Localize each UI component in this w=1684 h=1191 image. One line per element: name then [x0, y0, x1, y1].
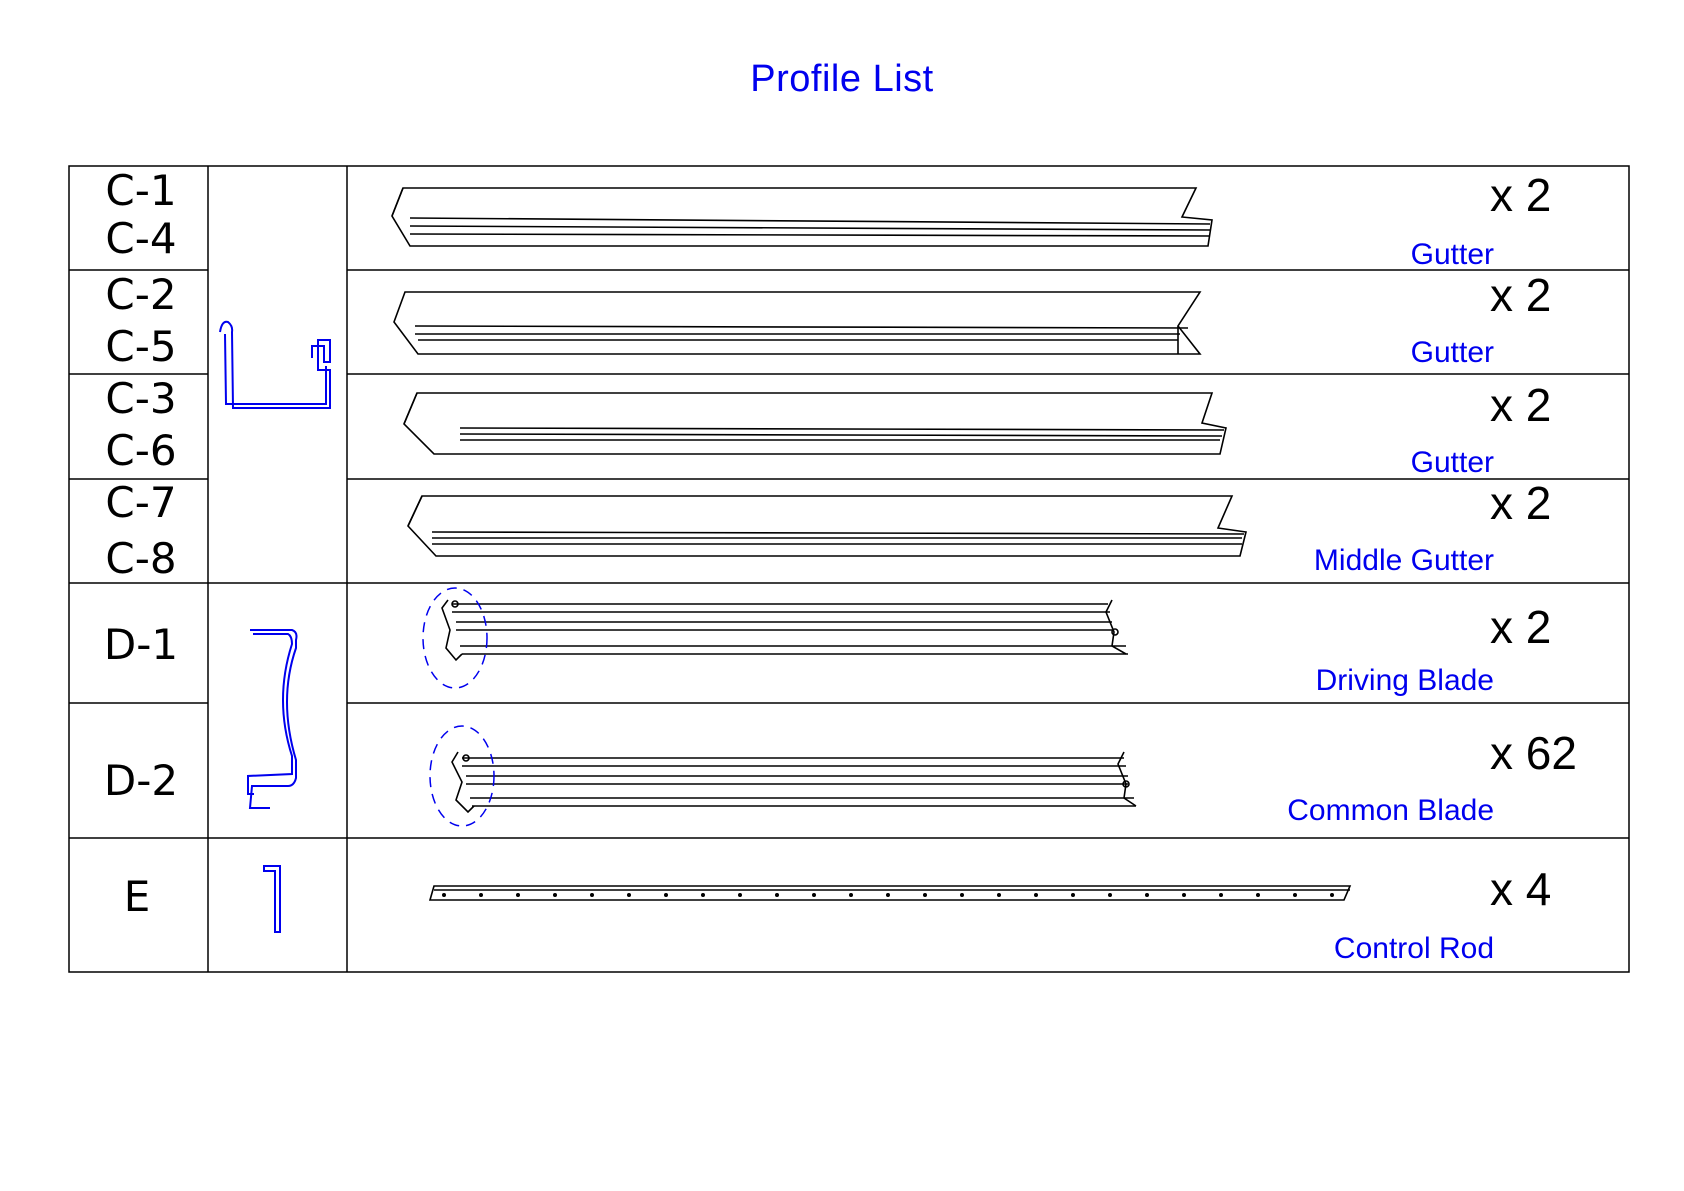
quantity: x 4 — [1490, 866, 1551, 912]
gutter-drawing-1 — [392, 188, 1212, 246]
profile-code: C-4 — [76, 218, 206, 260]
quantity: x 2 — [1490, 172, 1551, 218]
rod-profile-icon — [264, 866, 280, 932]
quantity: x 2 — [1490, 480, 1551, 526]
part-name: Gutter — [1411, 240, 1494, 270]
part-name: Control Rod — [1334, 934, 1494, 964]
part-name: Gutter — [1411, 448, 1494, 478]
blade-profile-icon — [248, 630, 297, 808]
part-name: Common Blade — [1287, 796, 1494, 826]
profile-code: C-5 — [76, 326, 206, 368]
profile-code: C-3 — [76, 378, 206, 420]
gutter-profile-icon — [220, 322, 330, 408]
profile-code: E — [72, 876, 202, 918]
part-name: Middle Gutter — [1314, 546, 1494, 576]
quantity: x 2 — [1490, 382, 1551, 428]
quantity: x 2 — [1490, 272, 1551, 318]
blade-drawing-2 — [452, 752, 1136, 812]
gutter-drawing-4 — [408, 496, 1246, 556]
profile-code: D-2 — [76, 760, 206, 802]
profile-code: C-2 — [76, 274, 206, 316]
control-rod-drawing — [430, 886, 1350, 900]
control-rod-holes — [442, 893, 1334, 897]
profile-code: D-1 — [76, 624, 206, 666]
profile-code: C-8 — [76, 538, 206, 580]
gutter-drawing-3 — [404, 393, 1226, 454]
part-name: Gutter — [1411, 338, 1494, 368]
profile-code: C-1 — [76, 170, 206, 212]
profile-code: C-7 — [76, 482, 206, 524]
gutter-drawing-2 — [394, 292, 1200, 354]
part-name: Driving Blade — [1316, 666, 1494, 696]
detail-callout-1 — [423, 588, 487, 688]
quantity: x 62 — [1490, 730, 1577, 776]
quantity: x 2 — [1490, 604, 1551, 650]
profile-code: C-6 — [76, 430, 206, 472]
blade-drawing-1 — [442, 600, 1128, 660]
